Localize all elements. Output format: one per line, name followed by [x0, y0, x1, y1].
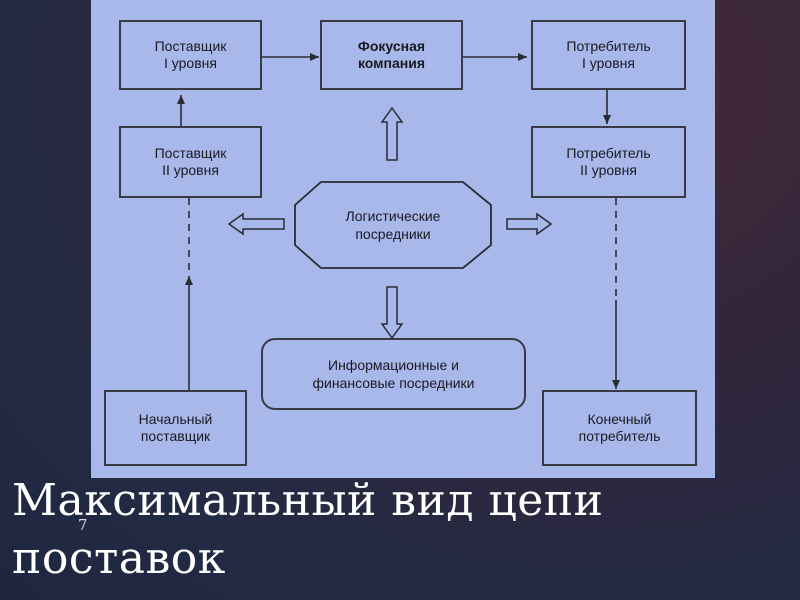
block-arrow-up	[380, 106, 404, 161]
focal-company-box: Фокусная компания	[320, 20, 463, 90]
block-arrow-right	[506, 212, 553, 236]
end-consumer-box: Конечный потребитель	[542, 390, 697, 466]
slide-title: Максимальный вид цепи поставок	[12, 475, 604, 584]
info-fin-intermediaries-label: Информационные и финансовые посредники	[312, 357, 475, 391]
logistics-intermediaries-label: Логистические посредники	[345, 208, 441, 242]
supplier-level-1-box: Поставщик I уровня	[119, 20, 262, 90]
consumer-level-2-label: Потребитель II уровня	[566, 145, 651, 178]
consumer-level-1-box: Потребитель I уровня	[531, 20, 686, 90]
supplier-level-1-label: Поставщик I уровня	[154, 38, 227, 71]
focal-company-label: Фокусная компания	[357, 38, 426, 71]
logistics-octagon-shape	[294, 181, 492, 269]
block-arrow-down	[380, 286, 404, 340]
diagram-connectors	[177, 53, 620, 390]
supplier-level-2-box: Поставщик II уровня	[119, 126, 262, 198]
info-fin-intermediaries-box: Информационные и финансовые посредники	[261, 338, 526, 410]
initial-supplier-box: Начальный поставщик	[104, 390, 247, 466]
supplier-level-2-label: Поставщик II уровня	[154, 145, 227, 178]
initial-supplier-label: Начальный поставщик	[138, 411, 213, 444]
block-arrow-left	[227, 212, 285, 236]
consumer-level-2-box: Потребитель II уровня	[531, 126, 686, 198]
end-consumer-label: Конечный потребитель	[578, 411, 661, 444]
diagram-panel: Поставщик I уровня Фокусная компания Пот…	[91, 0, 715, 478]
consumer-level-1-label: Потребитель I уровня	[566, 38, 651, 71]
slide-number: 7	[78, 516, 88, 534]
logistics-intermediaries-node: Логистические посредники	[295, 182, 491, 268]
